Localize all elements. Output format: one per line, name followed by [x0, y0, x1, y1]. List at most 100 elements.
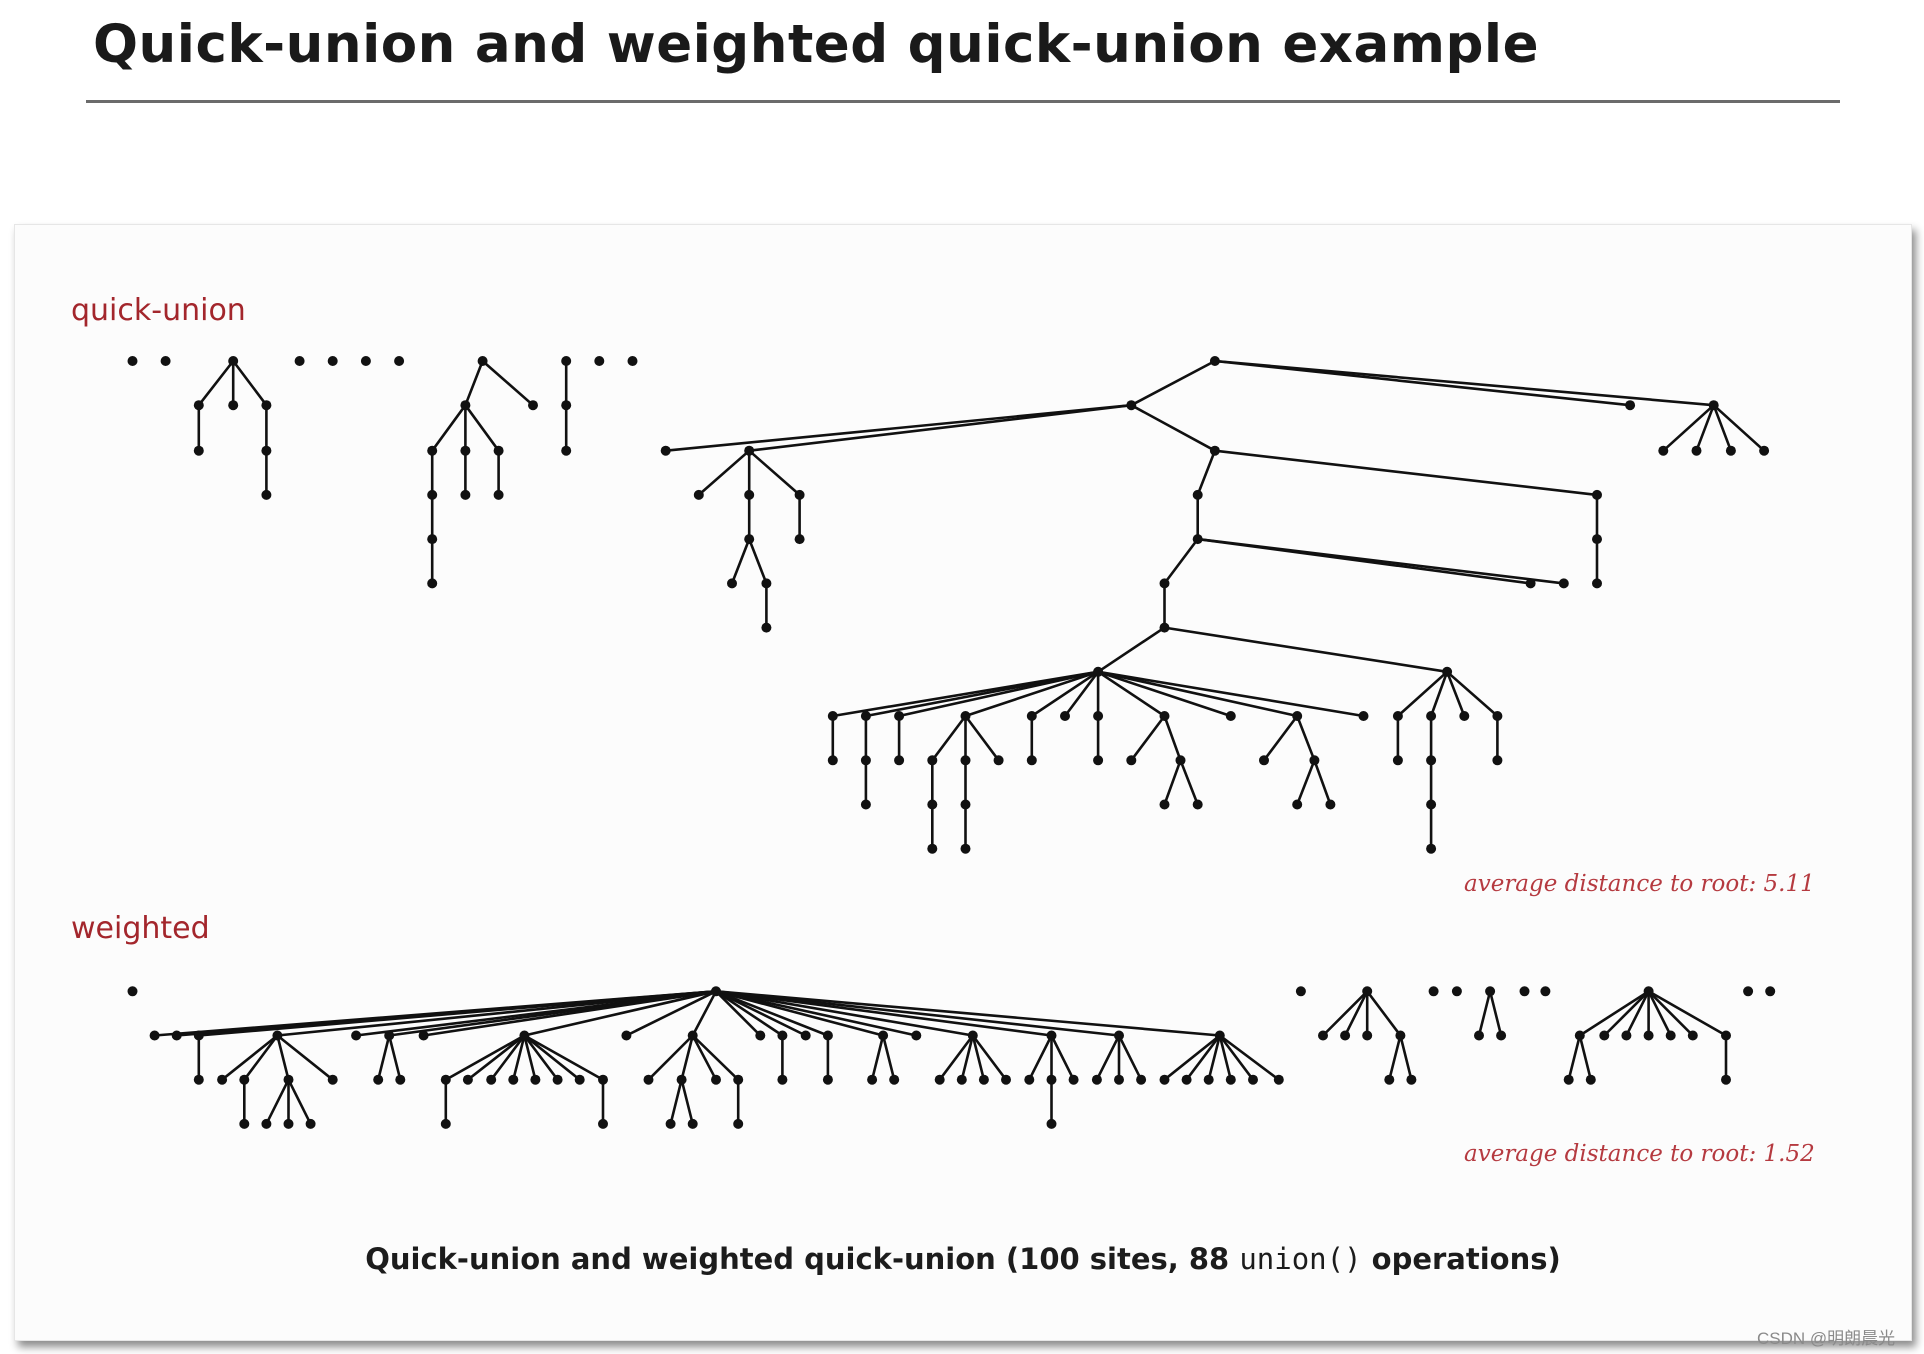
tree-node: [1428, 986, 1439, 997]
tree-link: [511, 1034, 526, 1082]
tree-link: [231, 359, 268, 407]
tree-link: [1313, 758, 1332, 806]
tree-link: [523, 1034, 582, 1082]
tree-node: [530, 1074, 541, 1085]
tree-node: [1585, 1074, 1596, 1085]
tree-link: [523, 989, 718, 1037]
tree-node: [1325, 799, 1336, 810]
tree-node: [171, 1030, 182, 1041]
tree-node: [733, 1074, 744, 1085]
tree-node: [1725, 445, 1736, 456]
tree-node: [1485, 986, 1496, 997]
tree-node: [1026, 711, 1037, 721]
tree-node: [193, 445, 204, 456]
tree-node: [305, 1118, 316, 1129]
tree-node: [867, 1074, 878, 1085]
tree-link: [1399, 1034, 1413, 1082]
tree-link: [730, 537, 751, 585]
tree-node: [283, 1074, 294, 1085]
tree-node: [960, 755, 971, 766]
tree-node: [1292, 799, 1303, 810]
tree-link: [669, 1078, 683, 1126]
tree-link: [1207, 1034, 1222, 1082]
tree-link: [680, 1034, 695, 1082]
watermark: CSDN @明朗晨光: [1757, 1329, 1896, 1348]
tree-link: [1063, 670, 1100, 718]
weighted-average-distance: average distance to root: 1.52: [1464, 1141, 1815, 1167]
tree-node: [228, 400, 239, 411]
tree-link: [691, 1034, 718, 1082]
quick-union-average-distance: average distance to root: 5.11: [1464, 871, 1815, 897]
tree-node: [1519, 986, 1530, 997]
tree-node: [934, 1074, 945, 1085]
tree-node: [283, 1118, 294, 1129]
tree-node: [822, 1074, 833, 1085]
tree-link: [1179, 758, 1199, 806]
tree-link: [1096, 670, 1233, 718]
tree-link: [464, 359, 484, 407]
tree-node: [1060, 711, 1070, 721]
tree-link: [714, 989, 808, 1037]
tree-node: [1093, 666, 1104, 677]
tree-link: [1647, 989, 1672, 1037]
tree-node: [1592, 489, 1602, 500]
tree-link: [464, 403, 500, 452]
tree-node: [960, 799, 971, 810]
tree-node: [427, 445, 438, 456]
tree-node: [860, 711, 871, 721]
tree-node: [1046, 1030, 1057, 1041]
tree-node: [1525, 578, 1536, 589]
tree-node: [1426, 755, 1437, 766]
tree-node: [956, 1074, 967, 1085]
slide-title: Quick-union and weighted quick-union exa…: [93, 14, 1540, 75]
tree-link: [897, 670, 1100, 718]
tree-node: [477, 356, 488, 366]
tree-node: [687, 1118, 698, 1129]
tree-node: [272, 1030, 283, 1041]
tree-link: [1295, 758, 1316, 806]
tree-link: [930, 714, 967, 762]
tree-node: [967, 1030, 978, 1041]
tree-node: [711, 986, 721, 997]
tree-link: [1365, 989, 1402, 1037]
tree-node: [665, 1118, 676, 1129]
tree-node: [395, 1074, 406, 1085]
tree-node: [1643, 1030, 1654, 1041]
tree-node: [1492, 711, 1503, 721]
tree-node: [561, 445, 572, 456]
tree-node: [1024, 1074, 1035, 1085]
tree-node: [800, 1030, 811, 1041]
tree-node: [1743, 986, 1754, 997]
tree-node: [960, 711, 971, 721]
tree-node: [460, 400, 471, 411]
tree-node: [193, 400, 204, 411]
tree-node: [261, 1118, 272, 1129]
tree-node: [1658, 445, 1669, 456]
tree-node: [373, 1074, 384, 1085]
tree-node: [1340, 1030, 1351, 1041]
tree-link: [1130, 403, 1217, 452]
tree-node: [687, 1030, 698, 1041]
tree-link: [960, 1034, 975, 1082]
tree-link: [387, 1034, 402, 1082]
tree-node: [1451, 986, 1462, 997]
tree-node: [160, 356, 171, 366]
tree-node: [1687, 1030, 1698, 1041]
tree-link: [1213, 359, 1715, 407]
tree-node: [693, 489, 704, 500]
tree-node: [1192, 799, 1203, 810]
tree-link: [243, 1034, 279, 1082]
tree-node: [927, 755, 938, 766]
tree-node: [1225, 711, 1236, 721]
tree-node: [1406, 1074, 1417, 1085]
tree-link: [444, 1034, 526, 1082]
tree-link: [1295, 714, 1316, 762]
tree-link: [1603, 989, 1650, 1037]
tree-node: [561, 356, 572, 366]
tree-link: [1218, 1034, 1255, 1082]
tree-node: [822, 1030, 833, 1041]
tree-node: [1384, 1074, 1395, 1085]
tree-node: [1496, 1030, 1507, 1041]
tree-node: [1159, 799, 1170, 810]
tree-node: [508, 1074, 519, 1085]
